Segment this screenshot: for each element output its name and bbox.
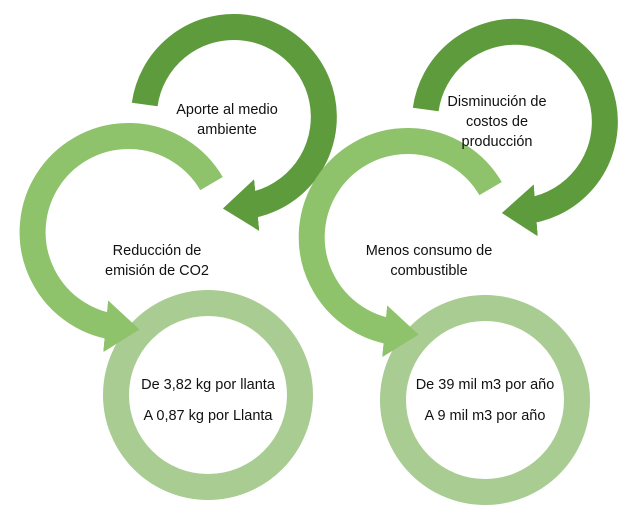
left-top-label-line1: Aporte al medio	[176, 102, 278, 118]
right-bottom-ring	[380, 295, 590, 505]
right-top-arrow	[412, 18, 618, 237]
right-top-label-line3: producción	[462, 134, 533, 150]
left-top-label-line2: ambiente	[197, 122, 257, 138]
right-middle-arrow	[298, 128, 502, 358]
left-bottom-label-line1: De 3,82 kg por llanta	[141, 377, 276, 393]
right-top-label-line1: Disminución de	[447, 94, 546, 110]
right-middle-label-line2: combustible	[390, 263, 467, 279]
left-middle-arrow	[19, 123, 223, 353]
right-middle-label-line1: Menos consumo de	[366, 243, 493, 259]
right-bottom-label-line1: De 39 mil m3 por año	[416, 377, 555, 393]
left-bottom-label-line2: A 0,87 kg por Llanta	[144, 408, 274, 424]
left-top-arrow	[131, 13, 337, 231]
left-bottom-ring	[103, 290, 313, 500]
right-bottom-label-line2: A 9 mil m3 por año	[425, 408, 546, 424]
left-middle-label-line1: Reducción de	[113, 243, 202, 259]
left-middle-label-line2: emisión de CO2	[105, 263, 209, 279]
right-top-label-line2: costos de	[466, 114, 528, 130]
